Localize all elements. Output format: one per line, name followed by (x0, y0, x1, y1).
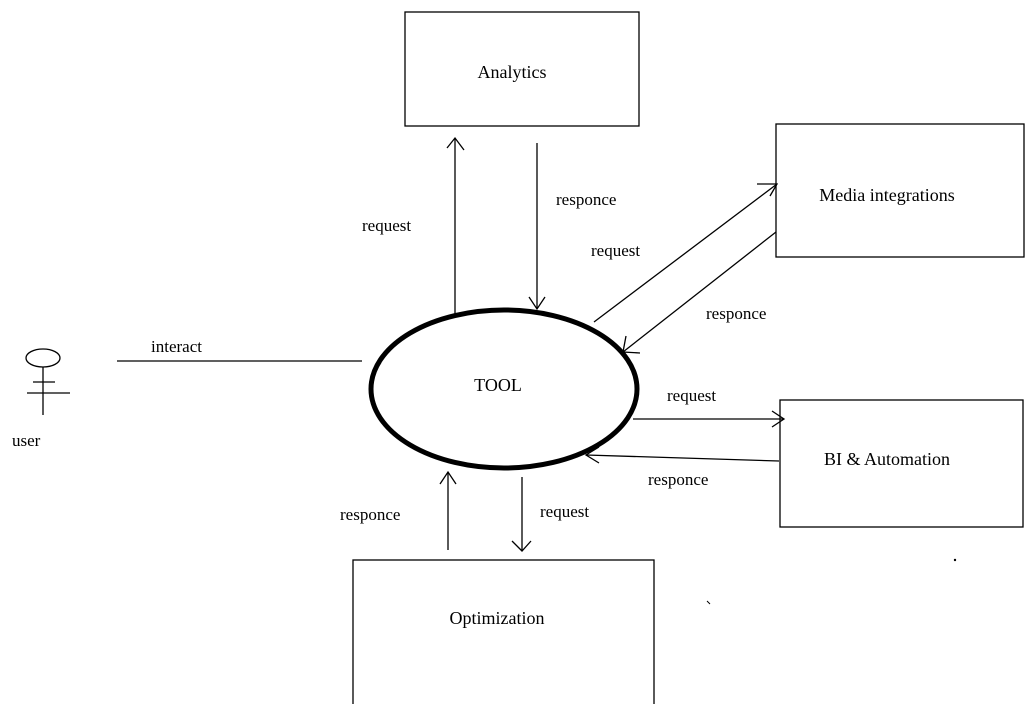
opt-response-arrowhead (439, 470, 457, 485)
edge-bi-response: responce (584, 446, 780, 489)
user-head (25, 348, 61, 368)
bi-node: BI & Automation (779, 399, 1024, 528)
edge-media-request: request (591, 183, 779, 323)
bi-response-label: responce (648, 470, 708, 489)
bi-response-line (585, 454, 780, 462)
edge-analytics-response: responce (528, 143, 616, 311)
analytics-label: Analytics (478, 62, 547, 82)
bi-request-label: request (667, 386, 716, 405)
media-response-line (622, 231, 777, 353)
user-label: user (12, 431, 41, 450)
bi-response-arrowhead (584, 446, 600, 464)
edge-bi-request: request (633, 386, 786, 428)
optimization-box (352, 559, 655, 704)
optimization-node: Optimization (352, 559, 655, 704)
edge-media-response: responce (622, 231, 777, 354)
media-box (775, 123, 1025, 258)
bi-box (779, 399, 1024, 528)
analytics-request-label: request (362, 216, 411, 235)
analytics-response-label: responce (556, 190, 616, 209)
optimization-label: Optimization (450, 608, 545, 628)
tool-label: TOOL (474, 375, 522, 395)
media-request-arrowhead (757, 183, 779, 197)
media-request-line (593, 183, 778, 323)
stray-mark (706, 600, 711, 605)
opt-response-label: responce (340, 505, 400, 524)
media-node: Media integrations (775, 123, 1025, 258)
analytics-request-arrowhead (446, 136, 465, 151)
bi-label: BI & Automation (824, 449, 950, 469)
interact-label: interact (151, 337, 202, 356)
edge-interact: interact (117, 337, 362, 362)
media-label: Media integrations (819, 185, 954, 205)
tool-node: TOOL (368, 307, 640, 471)
edge-opt-response: responce (340, 470, 457, 550)
opt-request-arrowhead (511, 540, 532, 552)
media-response-arrowhead (622, 335, 641, 354)
media-response-label: responce (706, 304, 766, 323)
opt-request-label: request (540, 502, 589, 521)
edge-opt-request: request (511, 477, 589, 552)
media-request-label: request (591, 241, 640, 260)
tool-ellipse (368, 307, 640, 471)
stray-dot (953, 558, 957, 562)
analytics-response-arrowhead (528, 296, 546, 311)
user-actor: user (12, 348, 70, 450)
analytics-node: Analytics (404, 11, 640, 127)
edge-analytics-request: request (362, 136, 465, 316)
bi-request-arrowhead (771, 410, 786, 428)
analytics-box (404, 11, 640, 127)
